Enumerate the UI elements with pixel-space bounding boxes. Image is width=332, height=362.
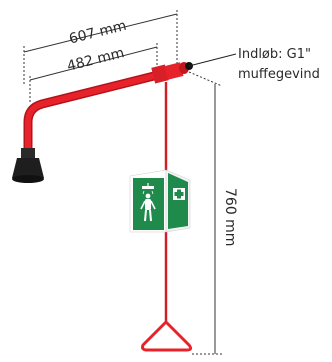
inlet-callout [185, 53, 237, 70]
dimension-607-label: 607 mm [67, 18, 128, 48]
safety-shower-person-icon [140, 183, 156, 222]
pull-handle [141, 320, 193, 352]
dimension-760-label: 760 mm [222, 188, 238, 246]
inlet-label-line2: muffegevind [238, 67, 320, 82]
first-aid-cross-icon [173, 188, 185, 200]
inlet-label-line1: Indløb: G1" [238, 47, 311, 62]
dimension-760 [188, 71, 224, 355]
dimension-482-label: 482 mm [65, 45, 126, 75]
safety-sign [129, 169, 191, 233]
shower-head [12, 148, 44, 183]
dimension-607 [23, 10, 178, 84]
dimension-482 [29, 43, 158, 104]
